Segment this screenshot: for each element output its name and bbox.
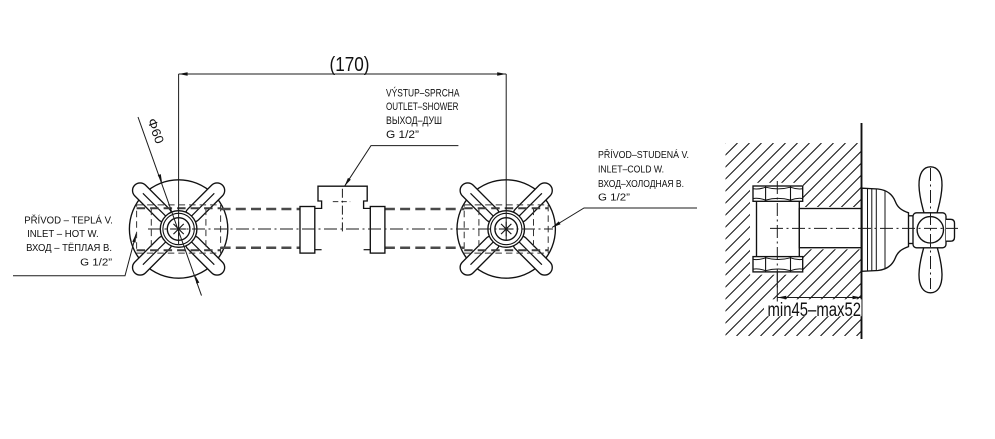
svg-text:ВХОД–ХОЛОДНАЯ В.: ВХОД–ХОЛОДНАЯ В.	[598, 178, 684, 190]
svg-text:INLET – HOT W.: INLET – HOT W.	[27, 229, 99, 240]
svg-text:INLET–COLD W.: INLET–COLD W.	[598, 163, 664, 175]
svg-text:PŘÍVOD – TEPLÁ V.: PŘÍVOD – TEPLÁ V.	[24, 214, 113, 227]
svg-text:(170): (170)	[330, 54, 370, 76]
svg-text:G 1/2”: G 1/2”	[80, 258, 113, 269]
svg-text:VÝSTUP–SPRCHA: VÝSTUP–SPRCHA	[386, 86, 460, 99]
svg-text:ВЫХОД–ДУШ: ВЫХОД–ДУШ	[386, 115, 442, 127]
svg-text:min45–max52: min45–max52	[768, 300, 862, 321]
svg-text:G 1/2”: G 1/2”	[386, 129, 419, 141]
svg-text:OUTLET–SHOWER: OUTLET–SHOWER	[386, 101, 459, 113]
svg-text:PŘÍVOD–STUDENÁ V.: PŘÍVOD–STUDENÁ V.	[598, 148, 689, 161]
svg-text:G 1/2”: G 1/2”	[598, 192, 631, 204]
svg-text:ВХОД – ТЁПЛАЯ В.: ВХОД – ТЁПЛАЯ В.	[26, 242, 112, 254]
